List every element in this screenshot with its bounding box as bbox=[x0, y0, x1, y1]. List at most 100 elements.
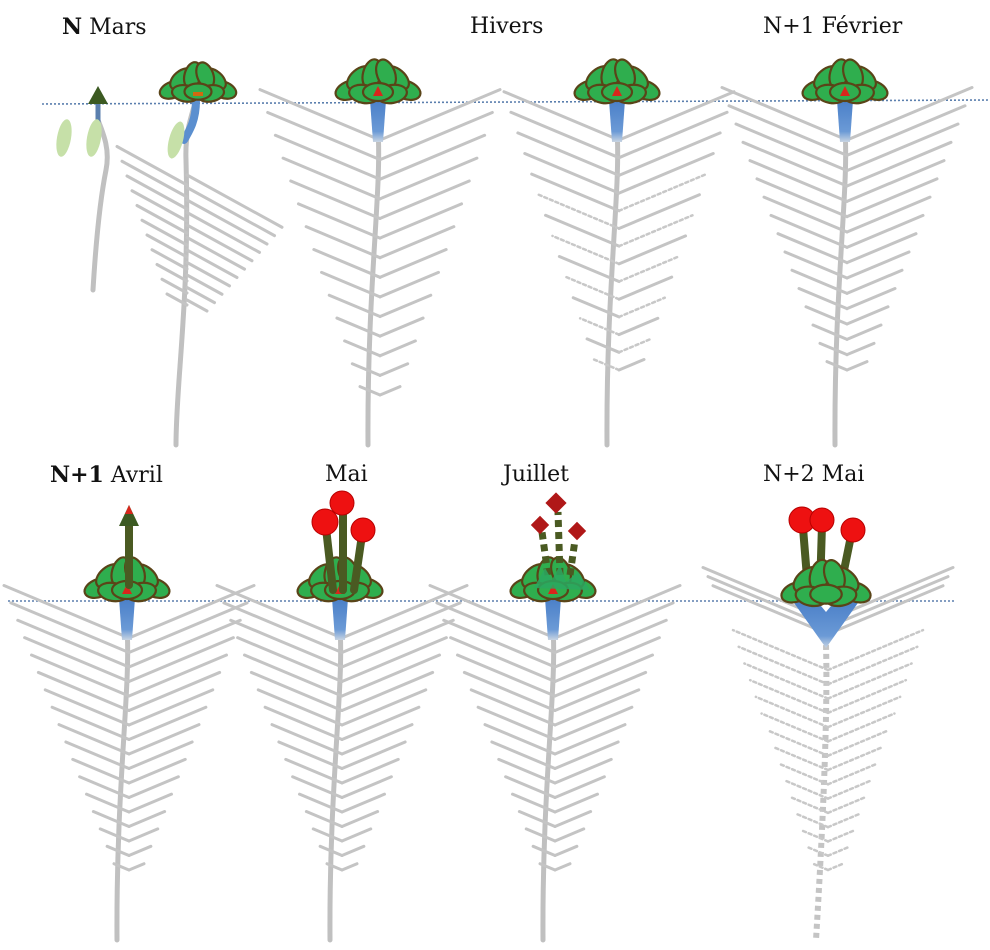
lateral-root bbox=[847, 179, 937, 217]
lateral-root bbox=[291, 181, 380, 218]
taproot bbox=[176, 100, 196, 445]
lateral-root bbox=[380, 204, 462, 238]
label-n1-fevrier-text: N+1 Février bbox=[763, 14, 902, 39]
lateral-root bbox=[187, 263, 230, 286]
lateral-root bbox=[820, 343, 847, 354]
lateral-root bbox=[142, 220, 187, 245]
lateral-root bbox=[619, 154, 713, 194]
label-juillet-text: Juillet bbox=[503, 462, 569, 487]
lateral-root bbox=[828, 680, 906, 713]
taproot bbox=[330, 628, 341, 940]
lateral-root bbox=[93, 812, 129, 827]
lateral-root bbox=[828, 697, 900, 727]
leaf bbox=[185, 84, 212, 100]
lateral-root bbox=[66, 742, 129, 769]
label-n2-mai-text: N+2 Mai bbox=[763, 462, 864, 487]
growth-arrow-icon bbox=[88, 86, 108, 104]
lateral-root bbox=[555, 864, 570, 870]
bud-icon bbox=[193, 92, 203, 96]
lateral-root bbox=[555, 707, 632, 739]
lateral-root bbox=[555, 812, 591, 827]
lateral-root bbox=[272, 725, 342, 754]
stage-hivers-1 bbox=[260, 57, 500, 445]
lateral-root bbox=[231, 620, 342, 667]
seed-pod bbox=[568, 522, 586, 540]
taproot bbox=[607, 130, 618, 445]
lateral-root bbox=[129, 812, 165, 827]
lateral-root bbox=[511, 112, 619, 157]
stage-fevrier bbox=[722, 57, 972, 445]
lateral-root bbox=[555, 603, 673, 653]
lateral-root bbox=[764, 197, 847, 232]
lateral-root bbox=[478, 707, 555, 739]
lateral-root bbox=[342, 864, 357, 870]
lateral-root bbox=[268, 112, 380, 159]
lateral-root bbox=[59, 725, 129, 754]
lateral-root bbox=[129, 603, 247, 653]
cotyledon bbox=[54, 118, 74, 158]
lateral-root bbox=[342, 707, 419, 739]
label-n1-avril-text: Avril bbox=[104, 463, 163, 488]
lateral-root bbox=[828, 797, 866, 813]
lateral-root bbox=[380, 135, 485, 179]
lateral-root bbox=[847, 252, 909, 278]
lateral-root bbox=[129, 620, 240, 667]
lateral-root bbox=[828, 847, 849, 856]
label-n-mars-text: Mars bbox=[82, 15, 146, 40]
lateral-root bbox=[129, 829, 158, 841]
lateral-root bbox=[129, 742, 192, 769]
lateral-root bbox=[342, 742, 405, 769]
lateral-root bbox=[380, 295, 431, 316]
lateral-root bbox=[750, 680, 828, 713]
lateral-root bbox=[342, 812, 378, 827]
lateral-root bbox=[437, 603, 555, 653]
lateral-root bbox=[187, 300, 207, 311]
lateral-root bbox=[129, 759, 185, 783]
lateral-root bbox=[100, 829, 129, 841]
lateral-root bbox=[828, 714, 894, 742]
flower-stem bbox=[570, 540, 575, 575]
lateral-root bbox=[813, 325, 847, 339]
lateral-root bbox=[137, 206, 187, 234]
lateral-root bbox=[342, 759, 398, 783]
lateral-root bbox=[283, 158, 380, 199]
lateral-root bbox=[380, 227, 454, 258]
lateral-root bbox=[485, 725, 555, 754]
lateral-root bbox=[847, 325, 881, 339]
label-juillet: Juillet bbox=[503, 462, 569, 487]
stage-mai bbox=[217, 555, 467, 940]
lateral-root bbox=[552, 236, 619, 264]
lateral-root bbox=[380, 181, 469, 218]
lateral-root bbox=[756, 697, 828, 727]
lateral-root bbox=[187, 288, 215, 303]
label-n2-mai: N+2 Mai bbox=[763, 462, 864, 487]
lateral-root bbox=[806, 307, 847, 324]
lateral-root bbox=[265, 707, 342, 739]
lateral-root bbox=[187, 188, 275, 236]
lateral-root bbox=[18, 620, 129, 667]
lateral-root bbox=[828, 780, 872, 798]
lateral-root bbox=[342, 794, 385, 812]
lateral-root bbox=[129, 794, 172, 812]
lateral-root bbox=[380, 318, 423, 336]
lateral-root bbox=[828, 814, 860, 828]
lateral-root bbox=[224, 603, 342, 653]
lateral-root bbox=[847, 106, 965, 156]
lateral-root bbox=[619, 298, 665, 317]
lateral-root bbox=[619, 174, 706, 211]
lateral-root bbox=[342, 620, 453, 667]
lateral-root bbox=[762, 714, 828, 742]
stage-young-rosette bbox=[117, 60, 282, 445]
lateral-root bbox=[587, 339, 619, 352]
label-n1-avril: N+1 Avril bbox=[50, 462, 163, 488]
lateral-root bbox=[342, 846, 364, 855]
lateral-root bbox=[778, 234, 847, 263]
lateral-root bbox=[342, 690, 426, 725]
lateral-root bbox=[619, 112, 727, 157]
lateral-root bbox=[532, 174, 619, 211]
lateral-root bbox=[45, 690, 129, 725]
lateral-root bbox=[342, 603, 460, 653]
lateral-root bbox=[555, 829, 584, 841]
lateral-root bbox=[555, 742, 618, 769]
stage-hivers-2 bbox=[504, 57, 734, 445]
